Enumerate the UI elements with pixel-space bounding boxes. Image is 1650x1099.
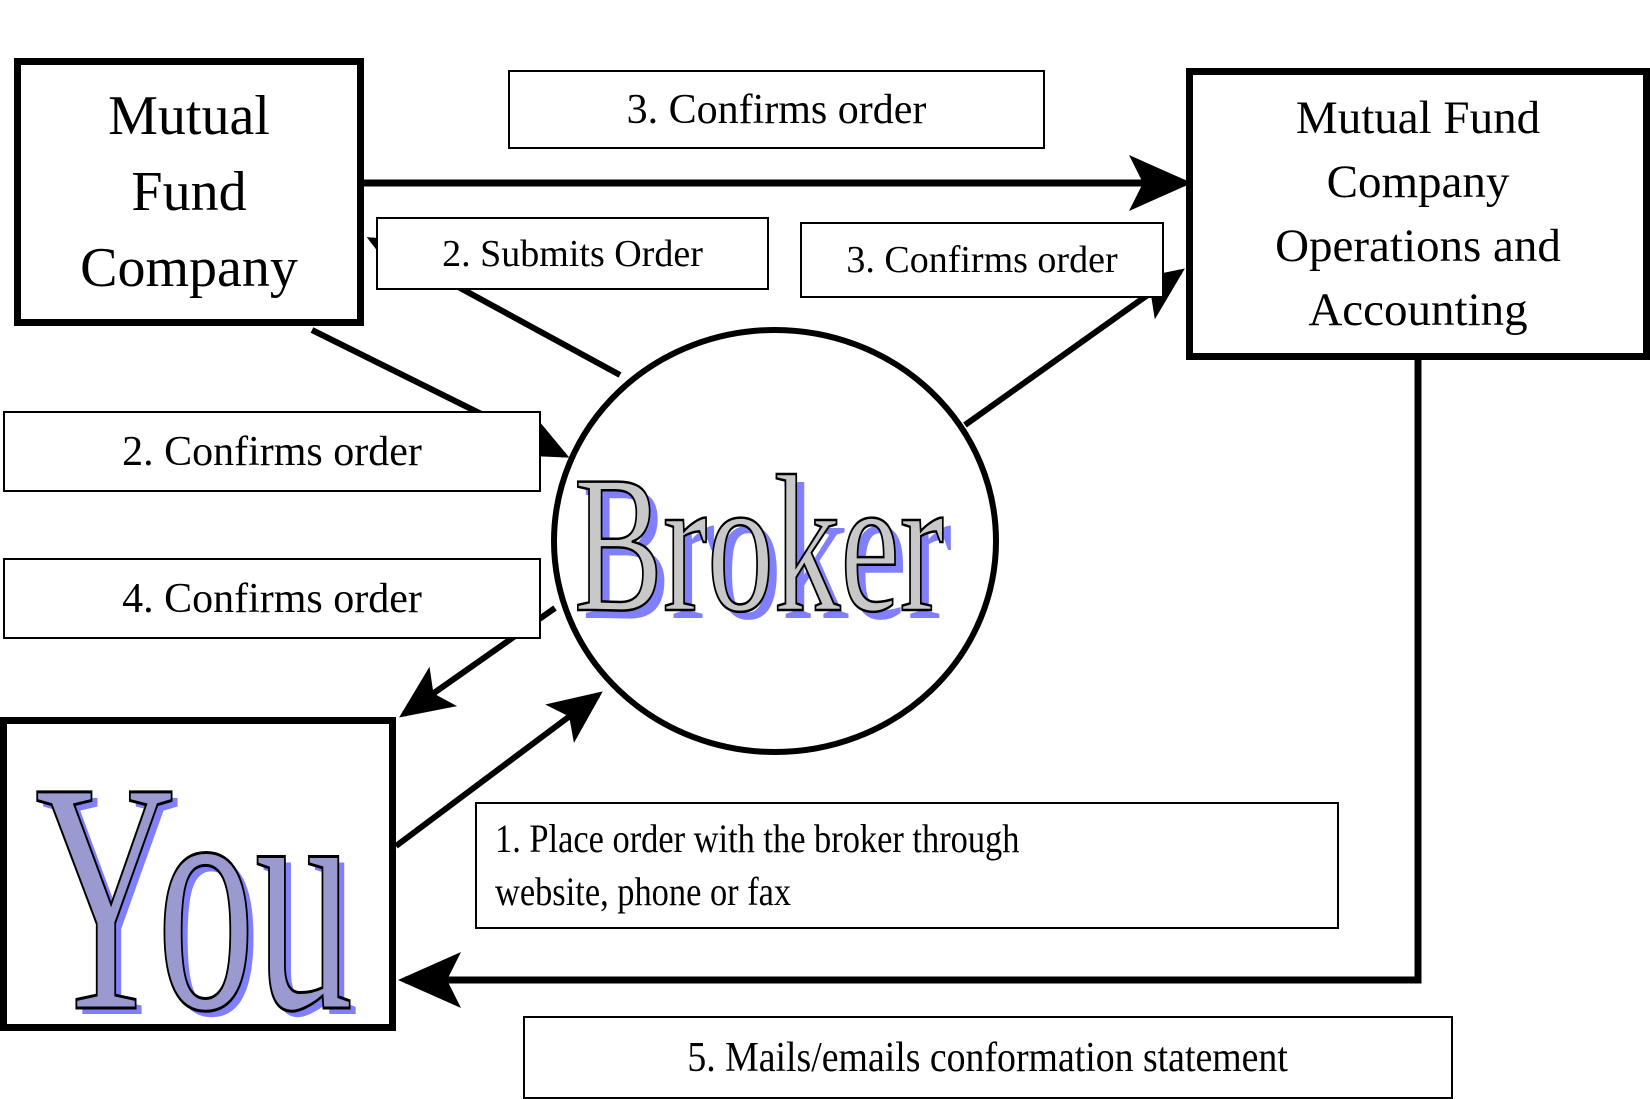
label-text: 1. Place order with the broker through [495, 816, 1020, 861]
broker-wordart-shadow: Broker [582, 444, 952, 640]
label-text: 3. Confirms order [626, 86, 927, 133]
node-broker[interactable]: Broker Broker [570, 440, 990, 640]
edge-ops-to-you [398, 358, 1422, 1008]
broker-wordart-text: Broker [574, 440, 944, 640]
label-text: 3. Confirms order [846, 239, 1118, 281]
broker-circle [551, 327, 999, 755]
you-wordart: You You [34, 714, 360, 1087]
node-operations-line: Accounting [1308, 284, 1528, 336]
node-operations-accounting[interactable]: Mutual Fund Company Operations and Accou… [1186, 68, 1650, 360]
you-wordart-text: You [35, 724, 353, 1024]
node-operations-line: Mutual Fund [1295, 92, 1541, 144]
edge-you-to-broker [394, 691, 603, 849]
label-confirms-order-4: 4. Confirms order [3, 558, 541, 639]
label-confirms-order-2: 2. Confirms order [3, 411, 541, 492]
label-place-order: 1. Place order with the broker through w… [475, 802, 1339, 929]
label-mails-statement: 5. Mails/emails conformation statement [523, 1016, 1453, 1099]
label-submits-order: 2. Submits Order [376, 217, 769, 290]
label-text: 2. Submits Order [442, 232, 703, 275]
node-mutual-fund-company-line: Company [80, 237, 298, 299]
node-mutual-fund-company-line: Fund [131, 161, 247, 223]
node-mutual-fund-company-line: Mutual [108, 85, 270, 147]
node-you[interactable]: You You [0, 714, 396, 1087]
node-operations-line: Operations and [1275, 220, 1561, 272]
node-operations-line: Company [1326, 156, 1510, 208]
label-text: website, phone or fax [495, 869, 792, 914]
node-mutual-fund-company[interactable]: Mutual Fund Company [14, 58, 364, 326]
label-text: 5. Mails/emails conformation statement [687, 1034, 1289, 1081]
label-text: 4. Confirms order [122, 575, 422, 622]
label-text: 2. Confirms order [122, 428, 422, 475]
label-confirms-order-top: 3. Confirms order [508, 70, 1045, 149]
label-confirms-order-mid: 3. Confirms order [800, 222, 1164, 298]
